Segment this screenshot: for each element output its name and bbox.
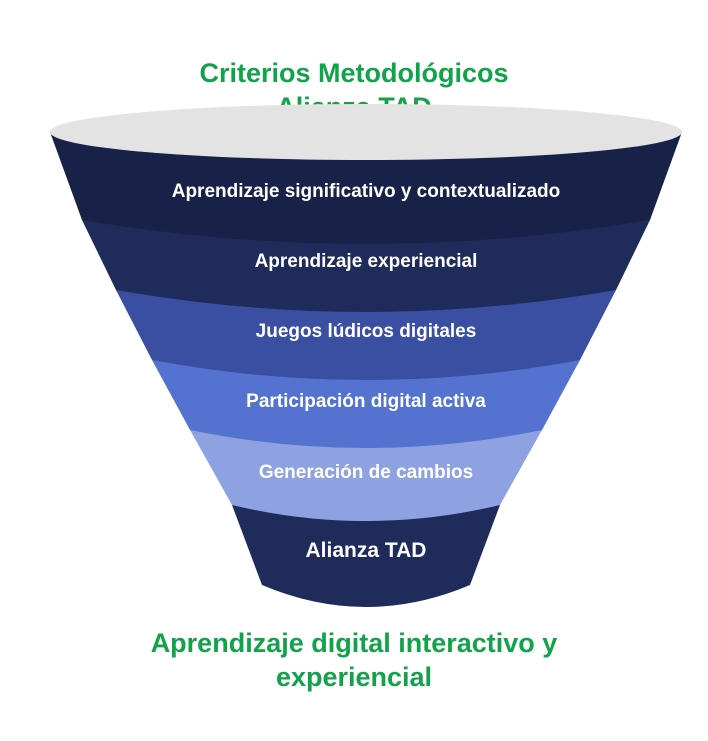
- funnel-caption: Aprendizaje digital interactivo y experi…: [0, 626, 708, 694]
- funnel-band-6: [232, 505, 500, 607]
- caption-line-2: experiencial: [275, 662, 433, 692]
- funnel-label-4: Participación digital activa: [246, 391, 486, 412]
- funnel-label-1: Aprendizaje significativo y contextualiz…: [172, 181, 561, 202]
- funnel-band-2: [82, 220, 650, 312]
- funnel-label-2: Aprendizaje experiencial: [255, 251, 478, 272]
- funnel-rim: [50, 104, 682, 160]
- caption-line-1: Aprendizaje digital interactivo y: [150, 628, 558, 658]
- funnel-band-3: [116, 290, 616, 380]
- funnel-band-1: [50, 132, 682, 244]
- funnel-labels: Aprendizaje significativo y contextualiz…: [172, 181, 561, 562]
- funnel-label-5: Generación de cambios: [259, 462, 473, 483]
- funnel-label-3: Juegos lúdicos digitales: [256, 321, 477, 342]
- funnel-band-4: [152, 360, 580, 448]
- funnel-bands: [50, 132, 682, 607]
- title-line-1: Criterios Metodológicos: [199, 58, 509, 88]
- funnel-label-6: Alianza TAD: [306, 539, 427, 562]
- funnel-band-5: [190, 430, 542, 521]
